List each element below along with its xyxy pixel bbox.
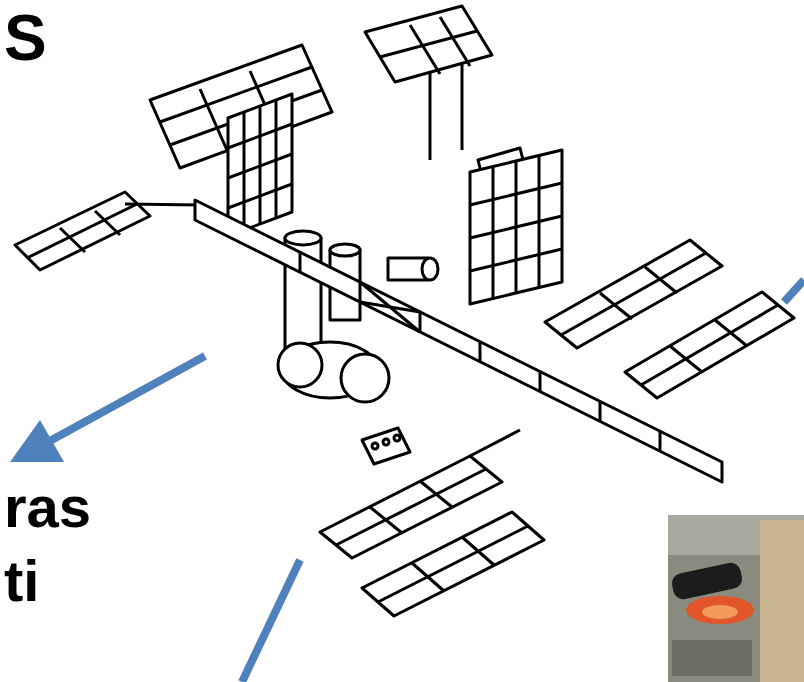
cropped-label: ti (4, 552, 39, 610)
cropped-label: S (4, 6, 47, 70)
cropped-label: ras (4, 478, 91, 536)
